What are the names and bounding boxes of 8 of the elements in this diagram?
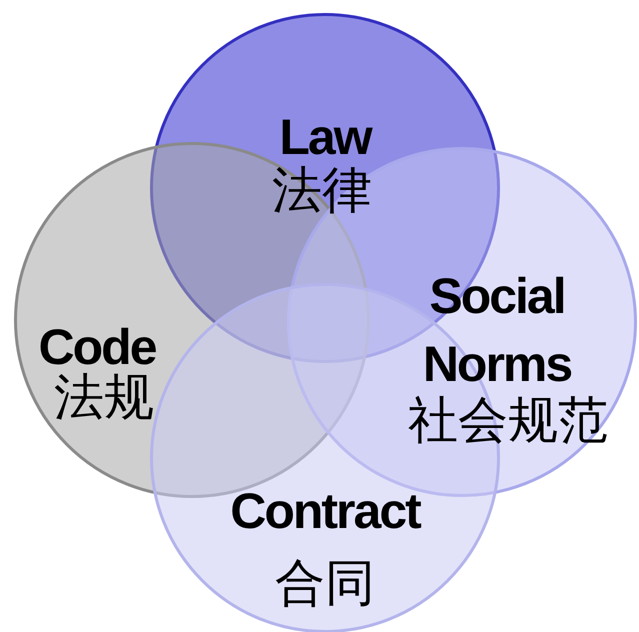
circle-label: Law bbox=[279, 112, 371, 162]
circle-label: 法规 bbox=[54, 372, 154, 422]
circle-label: Social Norms bbox=[422, 267, 572, 394]
circle-label: 合同 bbox=[275, 558, 375, 608]
circle-label: Code bbox=[38, 322, 156, 372]
circle-label: Contract bbox=[230, 486, 420, 536]
circle-label: 社会规范 bbox=[408, 395, 608, 445]
circle-label: 法律 bbox=[272, 165, 372, 215]
